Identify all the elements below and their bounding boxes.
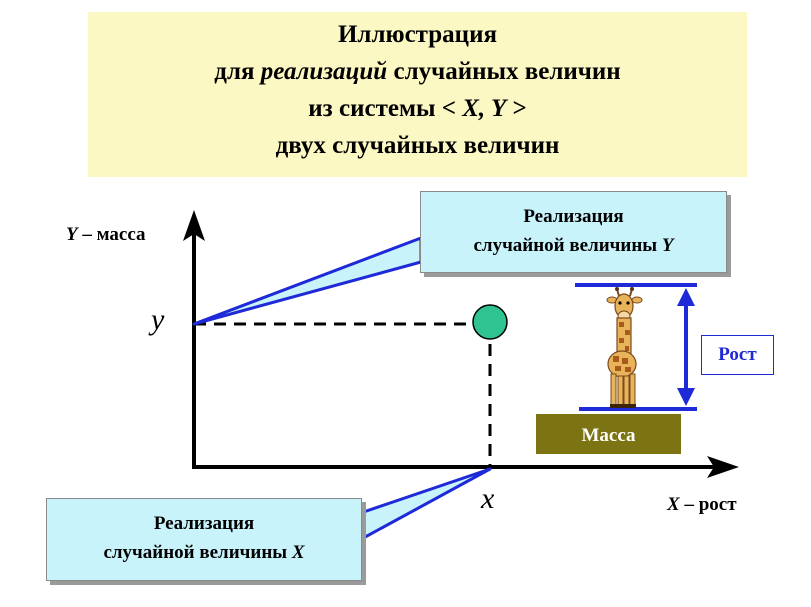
callout-x-line-1: Реализация bbox=[153, 513, 255, 534]
rost-label-box: Рост bbox=[701, 335, 774, 375]
y-axis-variable: Y bbox=[66, 224, 78, 245]
callout-x-pointer bbox=[338, 467, 492, 550]
title-line-3: из системы < X, Y > bbox=[88, 90, 747, 127]
title-banner: Иллюстрация для реализаций случайных вел… bbox=[88, 12, 747, 177]
title-line-2-post: случайных величин bbox=[387, 58, 621, 85]
giraffe-icon bbox=[606, 287, 643, 408]
title-line-3-pre: из системы < bbox=[308, 95, 463, 122]
callout-x-variable: X bbox=[291, 542, 305, 563]
title-line-3-post: > bbox=[506, 95, 527, 122]
callout-y-text: случайной величины bbox=[473, 235, 662, 256]
x-coordinate-label: x bbox=[481, 482, 495, 515]
data-point-circle bbox=[472, 304, 508, 340]
massa-label-box: Масса bbox=[536, 414, 681, 454]
callout-y-line-1: Реализация bbox=[523, 206, 624, 227]
title-line-4: двух случайных величин bbox=[275, 132, 560, 159]
y-axis-arrow bbox=[183, 210, 205, 241]
height-arrow-up-icon bbox=[677, 288, 695, 306]
y-axis-text: – масса bbox=[77, 224, 146, 245]
callout-y-pointer bbox=[192, 236, 423, 326]
y-axis-label: Y – масса bbox=[66, 224, 146, 246]
x-axis-text: – рост bbox=[679, 494, 737, 515]
callout-y-realization: Реализация случайной величины Y bbox=[420, 191, 727, 273]
y-coordinate-label: y bbox=[151, 303, 165, 336]
title-line-2: для реализаций случайных величин bbox=[88, 53, 747, 90]
height-arrow-down-icon bbox=[677, 388, 695, 406]
callout-y-line-2: случайной величины Y bbox=[421, 231, 726, 260]
x-axis-variable: X bbox=[667, 494, 680, 515]
x-axis-arrow bbox=[707, 456, 739, 478]
callout-x-text: случайной величины bbox=[103, 542, 292, 563]
callout-x-line-2: случайной величины X bbox=[47, 538, 361, 567]
callout-x-realization: Реализация случайной величины X bbox=[46, 498, 362, 581]
title-line-3-emphasis: X, Y bbox=[462, 95, 507, 122]
x-axis-label: X – рост bbox=[667, 494, 737, 516]
title-line-2-emphasis: реализаций bbox=[260, 58, 388, 85]
title-line-2-pre: для bbox=[214, 58, 261, 85]
callout-y-variable: Y bbox=[661, 235, 674, 256]
title-line-1: Иллюстрация bbox=[337, 21, 498, 48]
